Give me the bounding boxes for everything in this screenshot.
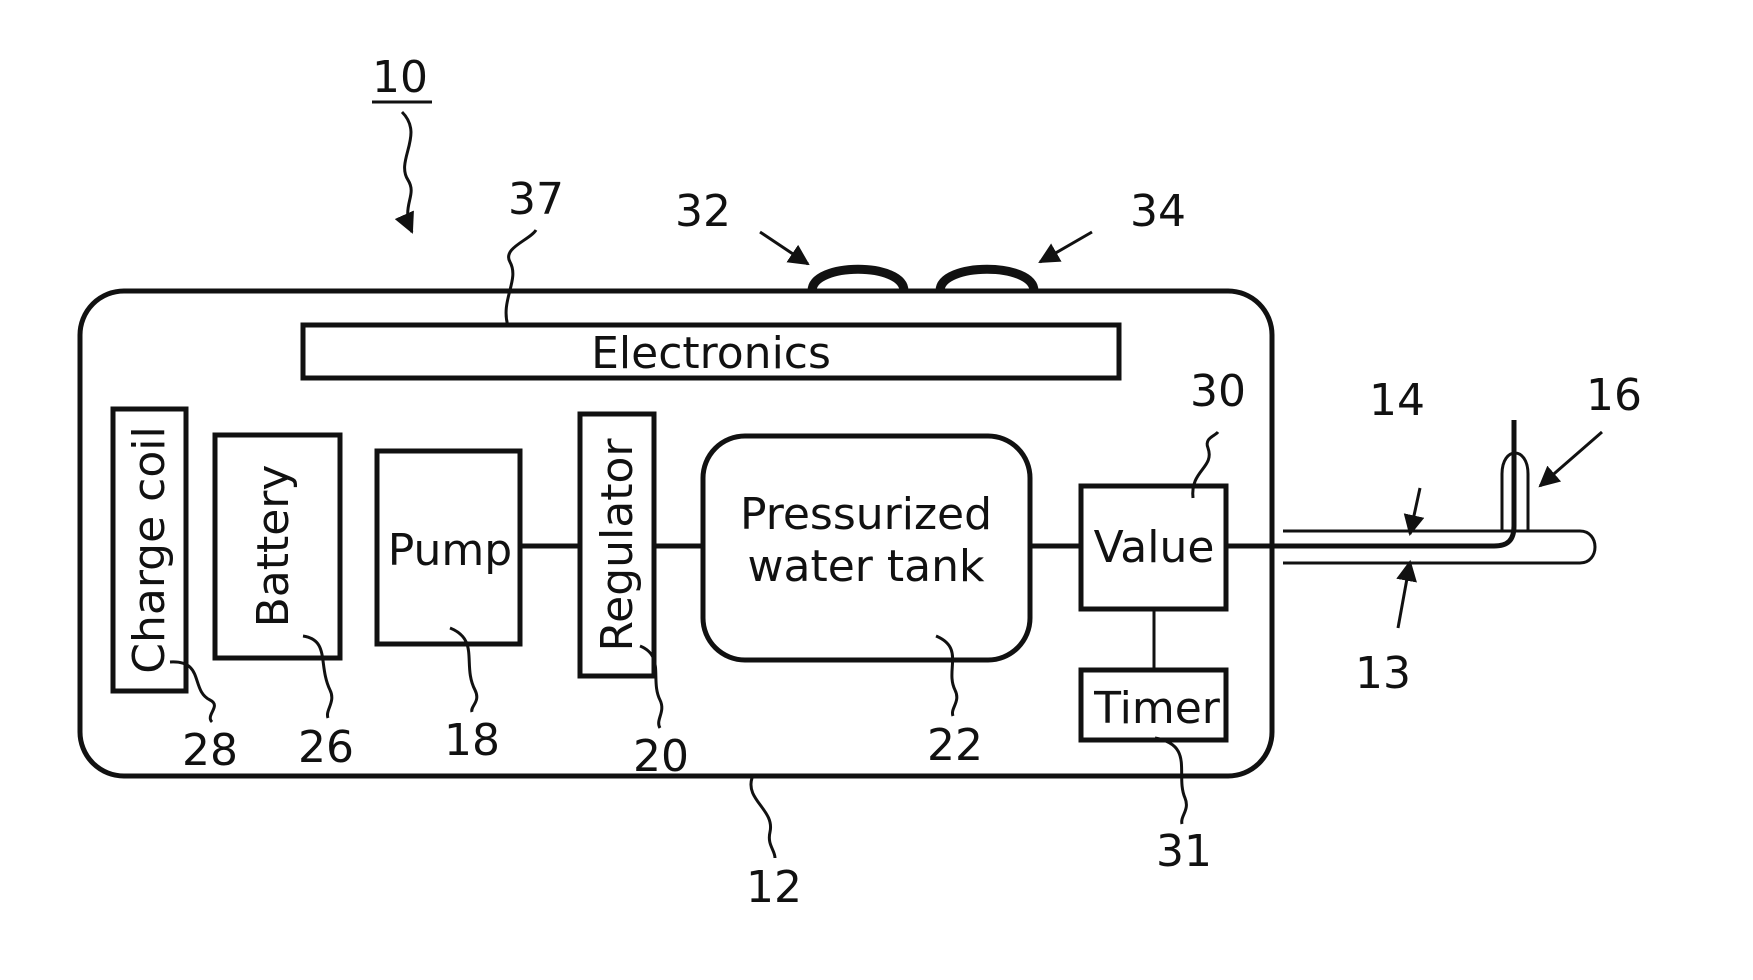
ref-timer: 31 <box>1156 826 1212 877</box>
charge-coil-label: Charge coil <box>124 426 175 673</box>
battery-label: Battery <box>248 465 299 628</box>
tank-label-line2: water tank <box>748 541 985 592</box>
button-right-arrow <box>1040 232 1092 262</box>
ref-button-right: 34 <box>1130 186 1186 237</box>
tube-lower-arrow <box>1398 562 1410 628</box>
tube-upper-arrow <box>1410 488 1420 534</box>
figure-number: 10 <box>372 52 428 103</box>
ref-electronics: 37 <box>508 174 564 225</box>
ref-valve: 30 <box>1190 366 1246 417</box>
ref-charge-coil: 28 <box>182 725 238 776</box>
valve-label: Value <box>1094 522 1215 573</box>
ref-battery: 26 <box>298 722 354 773</box>
timer-label: Timer <box>1093 683 1221 734</box>
ref-tube-upper: 14 <box>1369 375 1425 426</box>
nozzle-arrow <box>1540 432 1602 486</box>
button-left <box>812 269 904 291</box>
ref-housing-leader <box>751 778 775 858</box>
ref-pump: 18 <box>444 715 500 766</box>
ref-nozzle: 16 <box>1586 370 1642 421</box>
button-left-arrow <box>760 232 808 264</box>
ref-housing: 12 <box>746 862 802 913</box>
electronics-label: Electronics <box>591 328 831 379</box>
figure-arrow <box>402 112 412 232</box>
inner-tube <box>1283 420 1514 546</box>
button-right <box>940 269 1034 291</box>
ref-tube-lower: 13 <box>1355 648 1411 699</box>
regulator-label: Regulator <box>592 438 643 652</box>
pump-label: Pump <box>388 525 512 576</box>
ref-tank: 22 <box>927 720 983 771</box>
ref-regulator: 20 <box>633 731 689 782</box>
tank-label-line1: Pressurized <box>740 489 992 540</box>
ref-button-left: 32 <box>675 186 731 237</box>
